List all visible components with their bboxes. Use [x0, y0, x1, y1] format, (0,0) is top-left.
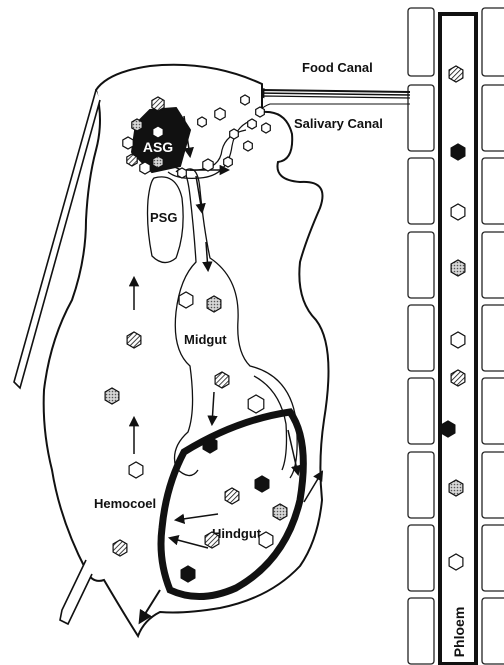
hatched-hexagon-particle	[225, 488, 239, 504]
black-hexagon-particle	[203, 437, 217, 453]
dotted-hexagon-particle	[273, 504, 287, 520]
food-canal-label: Food Canal	[302, 60, 373, 75]
white-hexagon-particle	[262, 123, 271, 133]
white-hexagon-particle	[259, 532, 273, 548]
white-hexagon-particle	[178, 168, 187, 178]
dotted-hexagon-particle	[153, 156, 163, 168]
white-hexagon-particle	[123, 137, 133, 149]
hatched-hexagon-particle	[451, 370, 465, 386]
hemocoel-label: Hemocoel	[94, 496, 156, 511]
white-hexagon-particle	[230, 129, 239, 139]
white-hexagon-particle	[215, 108, 225, 120]
psg-label: PSG	[150, 210, 177, 225]
black-hexagon-particle	[451, 144, 465, 160]
black-hexagon-particle	[181, 566, 195, 582]
white-hexagon-particle	[179, 292, 193, 308]
hatched-hexagon-particle	[205, 532, 219, 548]
white-hexagon-particle	[248, 119, 257, 129]
white-hexagon-particle	[451, 204, 465, 220]
black-hexagon-particle	[441, 421, 455, 437]
white-hexagon-particle	[153, 126, 163, 138]
white-hexagon-particle	[449, 554, 463, 570]
right-cell-column	[482, 8, 504, 664]
white-hexagon-particle	[224, 157, 233, 167]
white-hexagon-particle	[256, 107, 265, 117]
dotted-hexagon-particle	[451, 260, 465, 276]
white-hexagon-particle	[198, 117, 207, 127]
hatched-hexagon-particle	[449, 66, 463, 82]
white-hexagon-particle	[244, 141, 253, 151]
hatched-hexagon-particle	[113, 540, 127, 556]
left-cell-column	[408, 8, 434, 664]
psg-gland: PSG	[148, 177, 184, 263]
white-hexagon-particle	[248, 395, 264, 413]
dotted-hexagon-particle	[207, 296, 221, 312]
white-hexagon-particle	[241, 95, 250, 105]
dotted-hexagon-particle	[105, 388, 119, 404]
dotted-hexagon-particle	[449, 480, 463, 496]
white-hexagon-particle	[203, 159, 213, 171]
hatched-hexagon-particle	[127, 332, 141, 348]
phloem-label: Phloem	[451, 607, 467, 658]
midgut-label: Midgut	[184, 332, 227, 347]
white-hexagon-particle	[451, 332, 465, 348]
dotted-hexagon-particle	[132, 119, 142, 131]
salivary-canal-label: Salivary Canal	[294, 116, 383, 131]
white-hexagon-particle	[129, 462, 143, 478]
white-hexagon-particle	[140, 162, 150, 174]
black-hexagon-particle	[255, 476, 269, 492]
hatched-hexagon-particle	[152, 97, 164, 111]
hatched-hexagon-particle	[127, 154, 137, 166]
asg-label: ASG	[143, 139, 173, 155]
leg-rear	[60, 560, 92, 624]
hatched-hexagon-particle	[215, 372, 229, 388]
